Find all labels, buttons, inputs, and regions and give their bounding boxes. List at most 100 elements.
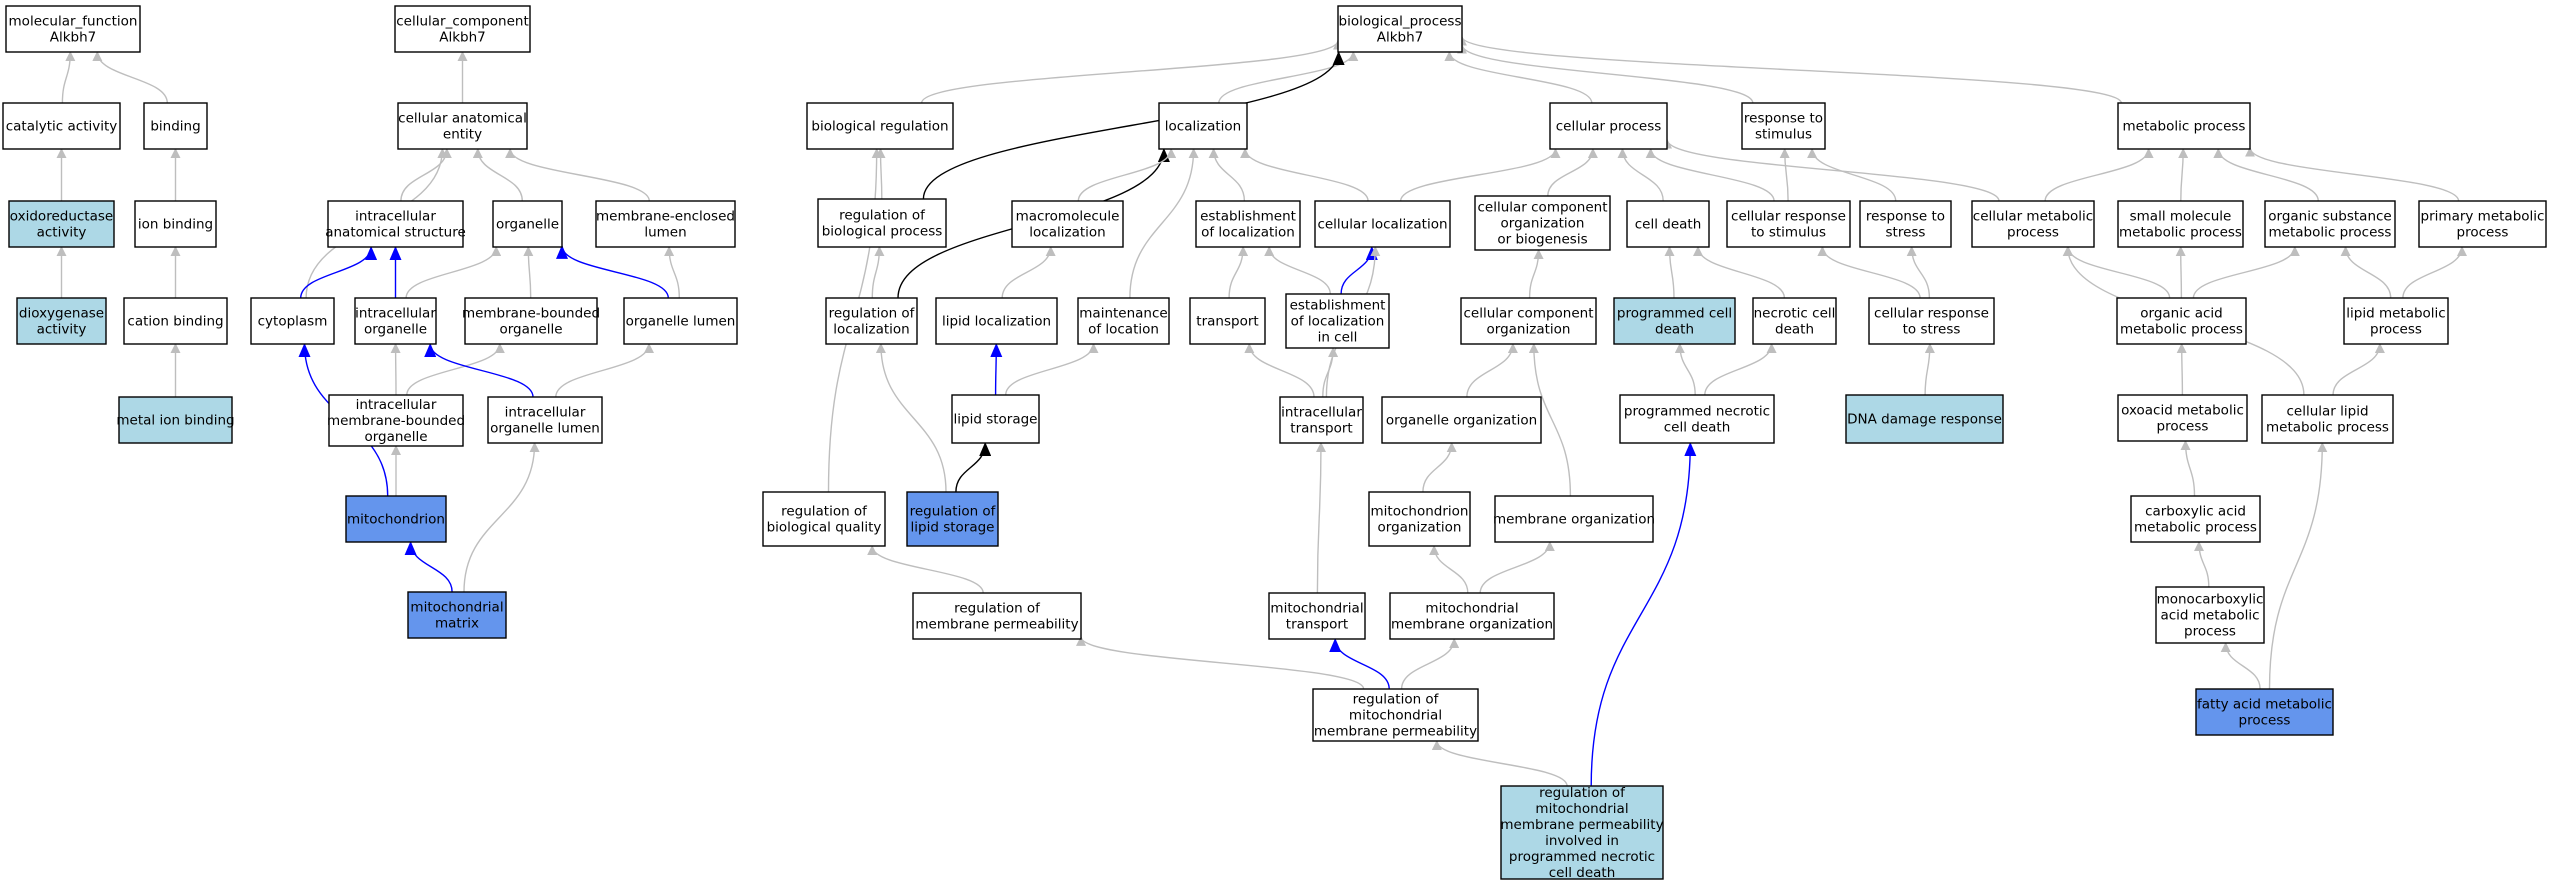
node-label-line: localization: [833, 321, 909, 337]
node-met_proc: metabolic process: [2117, 102, 2251, 150]
edge-reg_mito_mem_perm-to-mito_transport: [1329, 638, 1390, 690]
edge-met_proc-to-bp_root: [1457, 35, 2122, 104]
edge-lipid_loc-to-macro_loc: [1001, 246, 1056, 299]
node-ol: organelle lumen: [623, 297, 738, 345]
node-label-line: lipid localization: [942, 313, 1051, 329]
node-label-line: Alkbh7: [50, 29, 97, 45]
edge-catalytic-to-mf_root: [61, 51, 76, 104]
node-label-line: membrane organization: [1391, 616, 1553, 632]
node-label-line: process: [2157, 418, 2209, 434]
node-label-line: catalytic activity: [6, 118, 118, 134]
node-catalytic: catalytic activity: [2, 102, 121, 150]
node-label-line: response to: [1866, 208, 1945, 224]
node-label-line: membrane permeability: [915, 616, 1078, 632]
node-label-line: death: [1775, 321, 1814, 337]
edge-mito_matrix-to-mito: [404, 541, 453, 593]
edge-reg_bio_proc-to-bp_root: [922, 51, 1345, 200]
node-label-line: membrane-enclosed: [596, 208, 735, 224]
edge-est_loc-to-localization: [1208, 148, 1246, 202]
node-label-line: entity: [443, 126, 482, 142]
node-cell_loc: cellular localization: [1314, 200, 1451, 248]
node-lipid_storage: lipid storage: [951, 394, 1040, 444]
node-binding: binding: [143, 102, 208, 150]
node-label-line: organization: [1378, 519, 1462, 535]
edge-localization-to-bp_root: [1218, 51, 1359, 104]
node-label-line: organelle organization: [1386, 412, 1537, 428]
node-label-line: of localization: [1201, 224, 1295, 240]
node-label-line: oxidoreductase: [10, 208, 113, 224]
node-label-line: activity: [37, 224, 87, 240]
node-cation_binding: cation binding: [123, 297, 228, 345]
edge-cytoplasm-to-ias: [300, 246, 378, 299]
node-label-line: intracellular: [356, 397, 437, 413]
node-label-line: DNA damage response: [1847, 411, 2002, 427]
node-label-line: of location: [1088, 321, 1159, 337]
node-label-line: metabolic process: [2123, 118, 2246, 134]
edge-reg_mito_mem_perm-to-mito_mem_org: [1400, 638, 1460, 690]
node-label-line: regulation of: [1353, 691, 1440, 707]
edge-mel-to-cae: [505, 148, 650, 202]
node-label-line: mitochondrial: [1270, 600, 1363, 616]
node-label-line: macromolecule: [1016, 208, 1120, 224]
edge-cell_proc-to-bp_root: [1444, 51, 1593, 104]
node-label-line: metabolic process: [2266, 419, 2389, 435]
edge-reg_mito_pncd-to-pncd: [1590, 442, 1697, 787]
node-label-line: organelle: [364, 429, 427, 445]
edge-reg_mem_perm-to-reg_bio_qual: [867, 545, 984, 594]
node-label-line: organelle: [499, 321, 562, 337]
node-label-line: to stimulus: [1751, 224, 1826, 240]
edge-organelle_org-to-cco: [1466, 343, 1518, 398]
edge-cell_resp_stim-to-resp_stim: [1779, 148, 1790, 202]
edge-lipid_met-to-prim_met: [2402, 246, 2467, 299]
edge-org_sub-to-met_proc: [2213, 148, 2319, 202]
node-label-line: acid metabolic: [2160, 607, 2259, 623]
node-transport: transport: [1189, 297, 1266, 345]
node-lipid_loc: lipid localization: [935, 297, 1058, 345]
node-label-line: to stress: [1903, 321, 1961, 337]
node-label-line: regulation of: [829, 305, 916, 321]
edge-est_loc_cell-to-est_loc: [1264, 246, 1331, 295]
edge-dna_damage-to-cell_resp_stress: [1924, 343, 1935, 396]
edge-mito_mem_org-to-mito_org: [1429, 545, 1469, 594]
edge-carboxylic-to-oxoacid: [2180, 440, 2196, 497]
edge-mito_org-to-organelle_org: [1422, 442, 1457, 493]
node-label-line: regulation of: [910, 503, 997, 519]
node-label-line: cellular response: [1731, 208, 1846, 224]
node-label-line: cellular_component: [396, 13, 528, 29]
node-label-line: membrane permeability: [1500, 817, 1663, 833]
edge-fatty_acid-to-cell_lipid: [2268, 442, 2328, 690]
edge-cell_resp_stim-to-cell_proc: [1645, 148, 1775, 202]
node-label-line: cellular localization: [1317, 216, 1447, 232]
node-localization: localization: [1158, 102, 1248, 150]
node-label-line: regulation of: [839, 207, 926, 223]
node-label-line: membrane-bounded: [327, 413, 465, 429]
node-label-line: mitochondrial: [410, 599, 503, 615]
edge-lipid_storage-to-lipid_loc: [990, 343, 1003, 396]
node-label-line: metabolic process: [2134, 519, 2257, 535]
node-label-line: fatty acid metabolic: [2197, 696, 2332, 712]
edge-membrane_org-to-cco: [1528, 343, 1572, 497]
node-label-line: biological process: [822, 223, 943, 239]
node-label-line: process: [2007, 224, 2059, 240]
node-cytoplasm: cytoplasm: [250, 297, 335, 345]
